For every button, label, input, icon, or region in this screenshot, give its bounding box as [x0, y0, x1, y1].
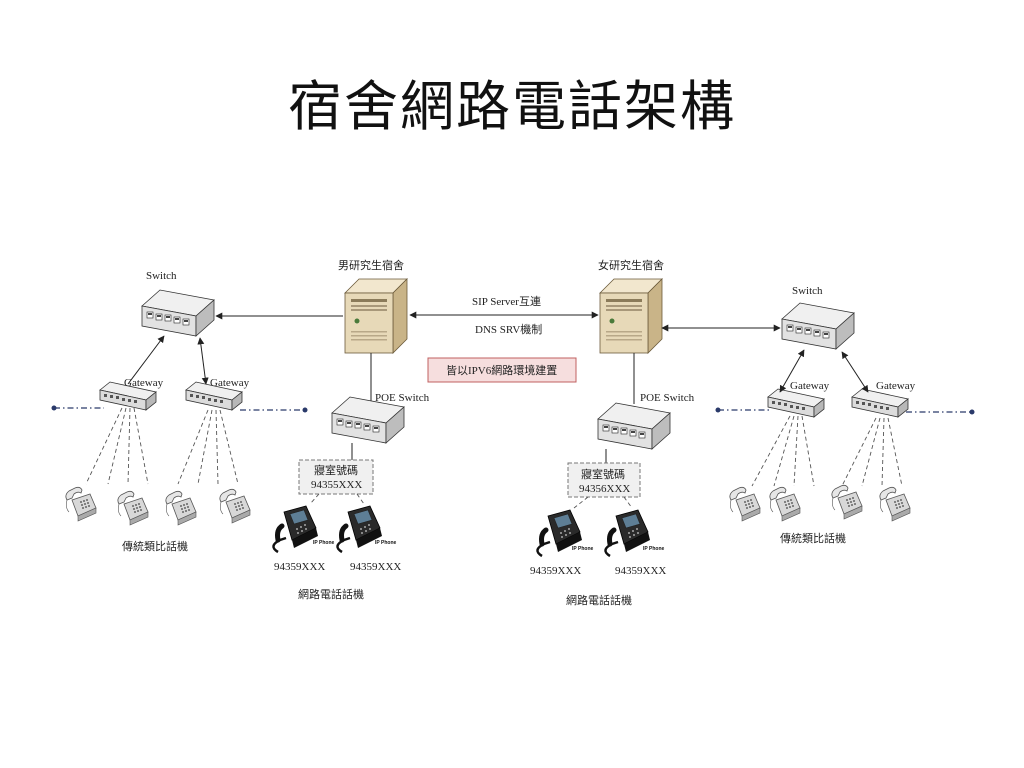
female-ip-phone-2-brand: IP Phone	[643, 546, 665, 552]
female-ip-phone-2-number: 94359XXX	[615, 565, 666, 577]
left-analog-fan-lines	[85, 407, 239, 485]
right-gateway-1-label: Gateway	[790, 380, 830, 392]
male-ip-phone-2-brand: IP Phone	[375, 540, 397, 546]
female-phone-1-link	[573, 496, 589, 509]
right-analog-phones-label: 傳統類比話機	[780, 531, 846, 545]
male-dorm-server-icon	[344, 278, 408, 354]
right-gateway-2-icon	[851, 388, 909, 418]
right-analog-phone-4-icon	[879, 486, 911, 522]
female-poe-switch-icon	[597, 402, 671, 450]
left-gateway-2-label: Gateway	[210, 377, 250, 389]
male-dorm-label: 男研究生宿舍	[338, 258, 404, 272]
left-gateway-2-link	[197, 337, 209, 385]
male-poe-switch-label: POE Switch	[375, 392, 430, 404]
right-analog-fan-lines	[751, 415, 903, 487]
switch-label-left: Switch	[146, 270, 177, 282]
right-analog-phone-1-icon	[729, 486, 761, 522]
right-switch-icon	[781, 302, 855, 350]
female-poe-switch-label: POE Switch	[640, 392, 695, 404]
female-dorm-label: 女研究生宿舍	[598, 258, 664, 272]
male-phone-1-link	[309, 493, 320, 505]
left-analog-phone-4-icon	[219, 488, 251, 524]
right-analog-phone-2-icon	[769, 486, 801, 522]
dns-srv-label: DNS SRV機制	[475, 322, 542, 336]
ipv6-banner-text: 皆以IPV6網路環境建置	[446, 363, 557, 377]
switch-label-right: Switch	[792, 285, 823, 297]
right-analog-phone-3-icon	[831, 484, 863, 520]
sip-interconnect-label: SIP Server互連	[472, 294, 541, 308]
ipv6-banner	[427, 357, 577, 383]
male-voip-phones-label: 網路電話話機	[298, 587, 364, 601]
female-voip-phones-label: 網路電話話機	[566, 593, 632, 607]
male-room-number-range: 94355XXX	[311, 479, 362, 491]
right-gateway-1-link	[779, 349, 805, 393]
female-ip-phone-1-brand: IP Phone	[572, 546, 594, 552]
right-gateway-2-label: Gateway	[876, 380, 916, 392]
male-ip-phone-2-number: 94359XXX	[350, 561, 401, 573]
female-room-number-range: 94356XXX	[579, 483, 630, 495]
left-pstn-endpoint-2	[302, 407, 308, 413]
female-dorm-server-icon	[599, 278, 663, 354]
female-room-number-box	[567, 462, 641, 498]
right-gateway-2-link	[841, 351, 869, 393]
male-ip-phone-1-brand: IP Phone	[313, 540, 335, 546]
female-phone-2-link	[623, 496, 633, 509]
left-pstn-endpoint-1	[51, 405, 57, 411]
male-room-number-label: 寢室號碼	[314, 463, 358, 477]
male-ip-phone-1-icon	[273, 506, 318, 552]
left-analog-phones-label: 傳統類比話機	[122, 539, 188, 553]
left-gateway-1-label: Gateway	[124, 377, 164, 389]
left-gateway-1-link	[127, 335, 165, 385]
female-room-number-label: 寢室號碼	[581, 467, 625, 481]
left-analog-phone-2-icon	[117, 490, 149, 526]
right-pstn-endpoint-1	[715, 407, 721, 413]
left-analog-phone-1-icon	[65, 486, 97, 522]
male-ip-phone-1-number: 94359XXX	[274, 561, 325, 573]
left-switch-icon	[141, 289, 215, 337]
page-title: 宿舍網路電話架構	[288, 75, 736, 138]
female-ip-phone-1-number: 94359XXX	[530, 565, 581, 577]
right-gateway-1-icon	[767, 388, 825, 418]
left-analog-phone-3-icon	[165, 490, 197, 526]
right-pstn-endpoint-2	[969, 409, 975, 415]
male-room-number-box	[298, 459, 374, 495]
male-phone-2-link	[356, 493, 365, 505]
